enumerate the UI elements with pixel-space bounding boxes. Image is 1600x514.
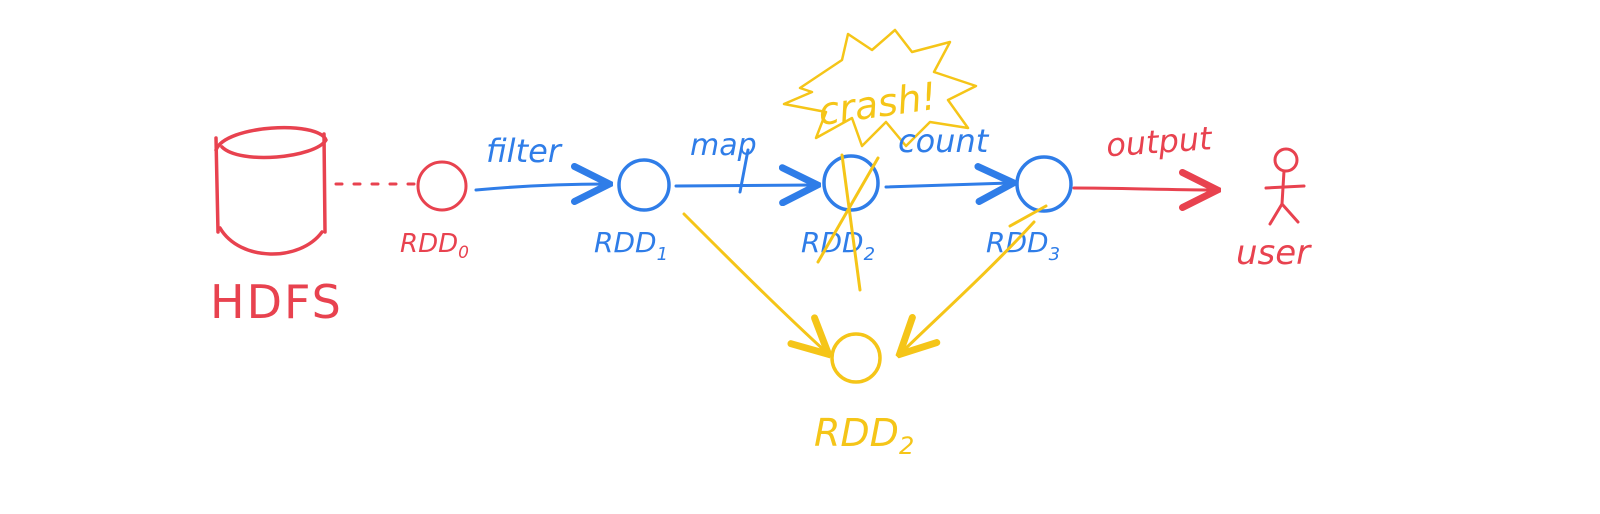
- filter-arrow: [474, 184, 606, 190]
- rdd3-label-sub: 3: [1049, 244, 1060, 265]
- rdd0-label-sub: 0: [458, 243, 469, 263]
- map-label: map: [690, 128, 757, 163]
- rdd3-label-base: RDD: [986, 226, 1049, 259]
- rdd3-label: RDD3: [986, 226, 1060, 265]
- rdd0-label-base: RDD: [400, 229, 458, 259]
- user-label: user: [1236, 233, 1312, 273]
- output-label: output: [1105, 119, 1214, 164]
- rdd0-node: [416, 160, 468, 212]
- map-arrow: [674, 185, 814, 186]
- rdd2-strike-a: [840, 153, 862, 292]
- rdd2-node: [822, 154, 880, 212]
- rdd2-recomputed-label-sub: 2: [899, 432, 914, 460]
- database-cylinder-icon: [214, 125, 328, 256]
- rdd2-label-sub: 2: [864, 244, 875, 265]
- rdd1-label-sub: 1: [657, 244, 668, 265]
- count-label: count: [898, 122, 990, 160]
- count-arrow: [884, 183, 1010, 187]
- filter-label: filter: [486, 132, 563, 170]
- rdd3-to-rdd2-recompute-arrow: [902, 220, 1036, 352]
- rdd1-node: [617, 158, 671, 212]
- rdd0-label: RDD0: [400, 229, 469, 263]
- rdd2-recomputed-label-base: RDD: [814, 411, 899, 455]
- rdd2-label: RDD2: [801, 226, 875, 265]
- rdd2-strike-b: [816, 156, 880, 264]
- rdd1-label-base: RDD: [594, 226, 657, 259]
- hdfs-label: HDFS: [210, 275, 343, 329]
- stick-figure-icon: [1264, 147, 1306, 226]
- rdd2-recomputed-label: RDD2: [814, 411, 914, 460]
- rdd2-recomputed-node: [830, 332, 882, 384]
- crash-burst-icon: [782, 28, 978, 148]
- output-arrow: [1072, 188, 1214, 190]
- rdd1-label: RDD1: [594, 226, 668, 265]
- rdd1-to-rdd2-recompute-arrow: [682, 212, 826, 352]
- map-tick: [738, 148, 750, 194]
- rdd3-node: [1015, 155, 1073, 213]
- rdd3-yellow-mark: [1008, 204, 1048, 228]
